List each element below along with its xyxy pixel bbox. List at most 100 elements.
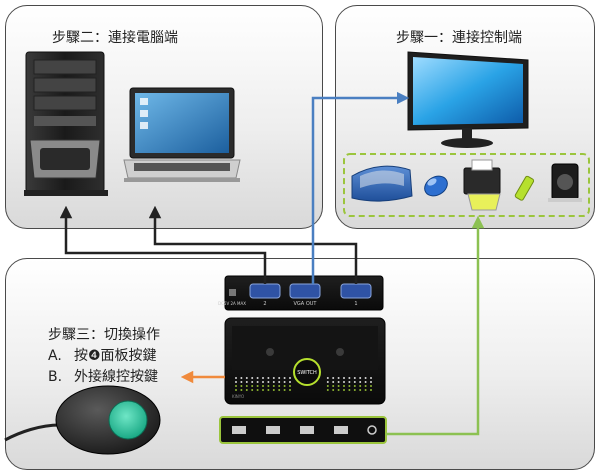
pattern-dot: [332, 389, 335, 391]
pattern-dot: [278, 385, 281, 387]
pattern-dot: [256, 385, 259, 387]
pattern-dot: [251, 389, 254, 391]
usb-port-icon: [334, 426, 348, 434]
pattern-dot: [278, 381, 281, 383]
pattern-dot: [240, 381, 243, 383]
pattern-dot: [359, 385, 362, 387]
pattern-dot: [337, 377, 340, 379]
pattern-dot: [370, 389, 372, 391]
pattern-dot: [272, 377, 275, 379]
speaker-icon: [548, 163, 582, 202]
pattern-dot: [278, 377, 281, 379]
pattern-dot: [289, 377, 291, 379]
remote-switch-button[interactable]: [108, 400, 148, 440]
pattern-dot: [326, 377, 329, 379]
vga-out-port: [289, 283, 321, 299]
pattern-dot: [343, 377, 345, 379]
pattern-dot: [337, 381, 340, 383]
pattern-dot: [343, 389, 345, 391]
pattern-dot: [278, 389, 281, 391]
keyboard-icon: [351, 165, 413, 202]
mouse-icon: [424, 175, 448, 197]
pattern-dot: [235, 389, 237, 391]
pattern-dot: [353, 377, 356, 379]
kvm-front-panel: SWITCH KINYO: [224, 317, 386, 405]
pattern-dot: [251, 385, 254, 387]
vga-to-laptop-line: [148, 205, 358, 284]
vga-out-to-monitor-line: [311, 91, 410, 284]
brand-label: KINYO: [232, 394, 244, 399]
pattern-dot: [348, 389, 351, 391]
pattern-dot: [283, 381, 286, 383]
pattern-dot: [343, 381, 345, 383]
pattern-dot: [353, 381, 356, 383]
pattern-dot: [359, 377, 362, 379]
pattern-dot: [240, 377, 243, 379]
pattern-dot: [370, 381, 372, 383]
pattern-dot: [283, 385, 286, 387]
pattern-dot: [240, 385, 243, 387]
usb-to-peripherals-line: [386, 215, 485, 436]
pattern-dot: [364, 381, 367, 383]
pattern-dot: [267, 389, 270, 391]
step-two-title: 步驟二：連接電腦端: [52, 30, 178, 46]
remote-jack-icon: [367, 425, 377, 435]
vga-port-2: [249, 283, 281, 299]
vga-port-1: [340, 283, 372, 299]
pattern-dot: [262, 377, 264, 379]
pattern-dot: [267, 385, 270, 387]
pattern-dot: [272, 389, 275, 391]
pattern-dot: [245, 389, 248, 391]
led-icon: [266, 348, 274, 356]
monitor-icon: [407, 51, 529, 148]
pattern-dot: [235, 381, 237, 383]
step-three-title: 步驟三：切換操作: [48, 327, 160, 343]
pattern-dot: [235, 385, 237, 387]
pattern-dot: [332, 377, 335, 379]
pattern-dot: [256, 377, 259, 379]
pattern-dot: [235, 377, 237, 379]
usb-port-icon: [300, 426, 314, 434]
usb-drive-icon: [514, 175, 535, 201]
pattern-dot: [337, 385, 340, 387]
step-b: B.外接線控按鍵: [48, 366, 158, 386]
pattern-dot: [245, 385, 248, 387]
pattern-dot: [359, 381, 362, 383]
pattern-dot: [343, 385, 345, 387]
pattern-dot: [283, 389, 286, 391]
switch-button[interactable]: [293, 358, 321, 386]
pattern-dot: [262, 385, 264, 387]
pattern-dot: [337, 389, 340, 391]
kvm-usb-strip: [219, 416, 387, 444]
dc-in-label: DC5V 2A MAX: [218, 301, 246, 306]
vga-port-1-label: 1: [354, 301, 357, 307]
dc-in-port: [229, 289, 236, 296]
usb-port-icon: [232, 426, 246, 434]
pattern-dot: [267, 381, 270, 383]
vga-to-pc-line: [59, 205, 267, 284]
pattern-dot: [326, 381, 329, 383]
pattern-dot: [267, 377, 270, 379]
pattern-dot: [364, 385, 367, 387]
pattern-dot: [251, 381, 254, 383]
pattern-dot: [272, 385, 275, 387]
led-icon: [336, 348, 344, 356]
pattern-dot: [289, 385, 291, 387]
pattern-dot: [245, 377, 248, 379]
decorative-dot-pattern: [235, 377, 372, 391]
pattern-dot: [245, 381, 248, 383]
pattern-dot: [289, 389, 291, 391]
pattern-dot: [240, 389, 243, 391]
pattern-dot: [353, 385, 356, 387]
pattern-dot: [332, 385, 335, 387]
pattern-dot: [348, 381, 351, 383]
pattern-dot: [326, 389, 329, 391]
printer-icon: [463, 159, 501, 211]
step-a: A.按❹面板按鍵: [48, 345, 157, 365]
pattern-dot: [364, 377, 367, 379]
pattern-dot: [289, 381, 291, 383]
pattern-dot: [353, 389, 356, 391]
pattern-dot: [262, 389, 264, 391]
pattern-dot: [256, 389, 259, 391]
